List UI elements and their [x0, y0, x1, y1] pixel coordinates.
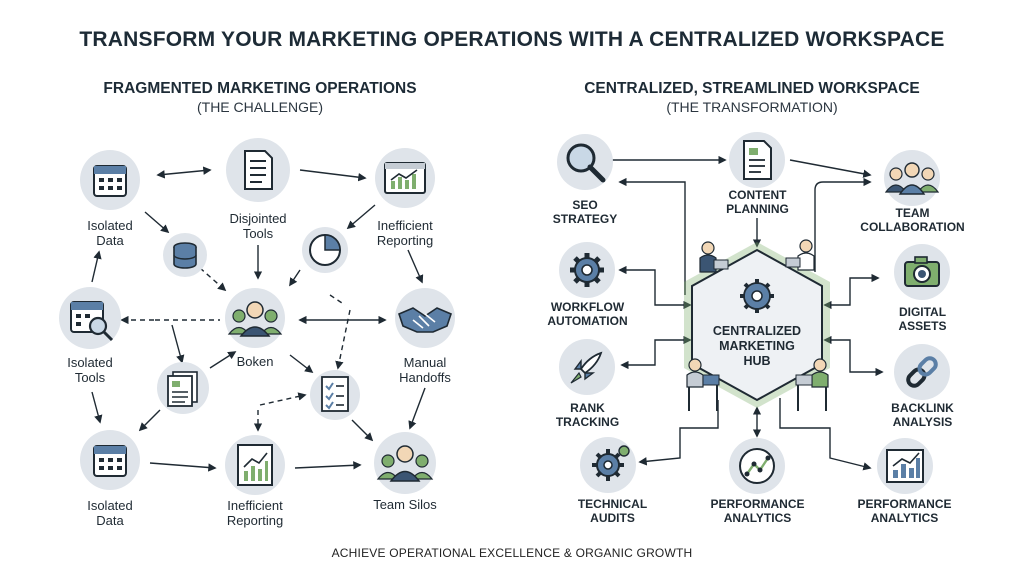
node-isolated-data-bottom: Isolated Data [87, 498, 133, 528]
arrow-hub-checklist [335, 309, 351, 370]
node-performance-analytics-right: PERFORMANCE ANALYTICS [857, 497, 952, 525]
arrow-handoffs-silos [408, 387, 426, 430]
arrow-doc-center [209, 351, 237, 369]
arrow-data-reporting [149, 462, 217, 472]
node-manual-handoffs: Manual Handoffs [399, 355, 451, 385]
report-chart-icon-bottom [225, 435, 285, 495]
pie-chart-icon [302, 227, 348, 273]
technical-gear-icon [580, 437, 636, 493]
node-rank-tracking: RANK TRACKING [555, 401, 620, 429]
footer-tagline: ACHIEVE OPERATIONAL EXCELLENCE & ORGANIC… [331, 546, 693, 560]
person-laptop-icon-tr [785, 239, 815, 271]
hub-label: CENTRALIZED MARKETING HUB [712, 324, 802, 368]
arrow-data-db [144, 211, 170, 234]
node-technical-audits: TECHNICAL AUDITS [577, 497, 648, 525]
document-icon [226, 138, 290, 202]
documents-stack-icon [157, 362, 209, 414]
person-laptop-icon-tl [699, 241, 729, 273]
arrow-checklist-silos [351, 419, 374, 442]
arrow-hub-rank [620, 335, 692, 370]
node-workflow-automation: WORKFLOW AUTOMATION [547, 300, 628, 328]
database-icon [163, 233, 207, 277]
arrow-tools-data [91, 250, 102, 283]
team-collaboration-icon [884, 150, 940, 206]
arrow-chart-center [289, 269, 301, 287]
checklist-icon [310, 370, 360, 420]
hub-gear-icon [740, 279, 774, 313]
arrow-doc-data [138, 409, 161, 432]
link-chain-icon [894, 344, 950, 400]
performance-chart-icon [877, 438, 933, 494]
line-chart-handoffs [329, 294, 346, 306]
node-inefficient-reporting-bottom: Inefficient Reporting [226, 498, 284, 528]
arrow-data-tools [156, 166, 212, 179]
content-document-icon [729, 132, 785, 188]
arrow-content-team [789, 159, 872, 178]
node-disjointed-tools: Disjointed Tools [229, 211, 287, 241]
left-connectors [91, 166, 426, 472]
right-connectors [610, 155, 884, 471]
arrow-tools-reporting [299, 169, 367, 182]
arrow-hub-assets [823, 273, 880, 310]
arrow-hub-workflow [618, 265, 692, 310]
node-seo-strategy: SEO STRATEGY [552, 198, 618, 226]
arrow-center-checklist [289, 354, 314, 374]
node-isolated-tools: Isolated Tools [67, 355, 113, 385]
node-center-boken: Boken [236, 354, 274, 369]
calendar-search-icon [59, 287, 121, 349]
node-isolated-data-top: Isolated Data [87, 218, 133, 248]
team-icon [225, 288, 285, 348]
arrow-hub-audits [638, 400, 719, 466]
arrow-hub-perf-right [779, 398, 872, 471]
gear-icon [559, 242, 615, 298]
rocket-icon [559, 339, 615, 395]
left-panel-title: FRAGMENTED MARKETING OPERATIONS [103, 80, 417, 97]
arrow-db-center [199, 267, 227, 292]
arrow-hub-doc [171, 324, 185, 364]
report-chart-icon [375, 148, 435, 208]
left-panel-subtitle: (THE CHALLENGE) [196, 99, 324, 115]
handshake-icon [395, 288, 455, 348]
camera-icon [894, 244, 950, 300]
arrow-hub-backlink [823, 335, 884, 377]
right-panel-title: CENTRALIZED, STREAMLINED WORKSPACE [584, 80, 920, 97]
node-inefficient-reporting-top: Inefficient Reporting [376, 218, 434, 248]
person-desk-icon-br [795, 358, 829, 411]
arrow-tools-data-b [91, 391, 103, 424]
node-content-planning: CONTENT PLANNING [726, 188, 789, 216]
page-title: TRANSFORM YOUR MARKETING OPERATIONS WITH… [79, 28, 945, 51]
team-silos-icon [374, 432, 436, 494]
node-team-silos: Team Silos [373, 497, 437, 512]
node-performance-analytics-center: PERFORMANCE ANALYTICS [710, 497, 805, 525]
arrow-hub-team [814, 177, 872, 272]
arrow-reporting-chart [346, 204, 376, 230]
right-panel-subtitle: (THE TRANSFORMATION) [666, 99, 838, 115]
calendar-icon-bottom [80, 430, 140, 490]
arrow-reporting-silos [294, 461, 362, 470]
arrow-dashed-checklist [259, 392, 307, 406]
hub-hexagon [684, 242, 830, 408]
node-digital-assets: DIGITAL ASSETS [898, 305, 947, 333]
arrow-reporting-handoffs [407, 249, 424, 284]
node-backlink-analysis: BACKLINK ANALYSIS [891, 401, 954, 429]
person-desk-icon-bl [686, 358, 720, 411]
node-team-collaboration: TEAM COLLABORATION [860, 206, 965, 234]
calendar-icon [80, 150, 140, 210]
analytics-icon [729, 438, 785, 494]
arrow-hub-seo [618, 177, 686, 295]
magnifier-icon [557, 134, 613, 190]
